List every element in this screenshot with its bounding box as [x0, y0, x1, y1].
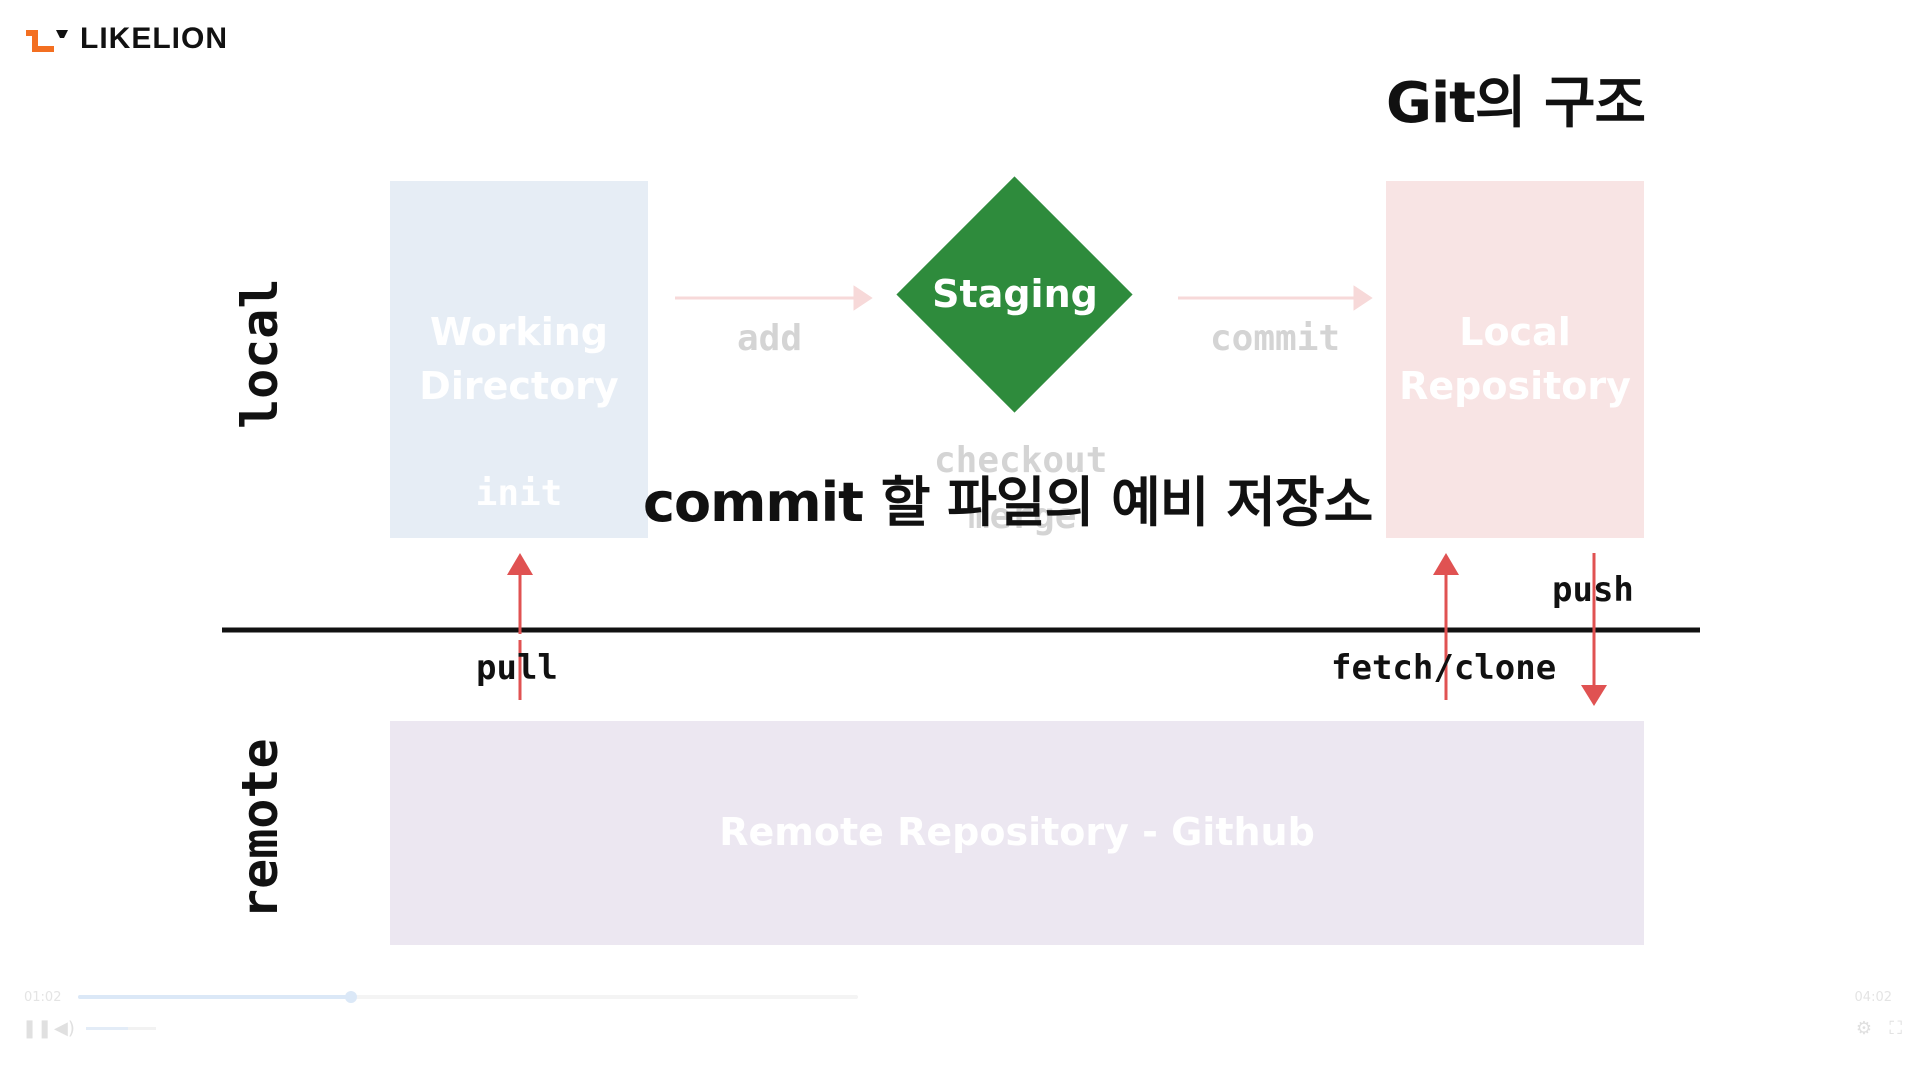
progress-fill	[78, 995, 351, 999]
push-label: push	[1552, 570, 1634, 610]
staging-label: Staging	[932, 272, 1098, 316]
add-arrow	[675, 285, 873, 311]
duration-time: 04:02	[1854, 990, 1892, 1005]
init-label: init	[475, 473, 563, 514]
staging-caption: commit 할 파일의 예비 저장소	[643, 471, 1373, 534]
page-title: Git의 구조	[1386, 71, 1646, 136]
local-repository-box: Local Repository	[1386, 181, 1644, 538]
video-player-controls: 01:02 04:02 ❚❚ ◀) ⚙ ⛶	[0, 980, 1920, 1080]
fullscreen-icon[interactable]: ⛶	[1889, 1018, 1902, 1039]
pull-label: pull	[476, 648, 558, 688]
remote-repository-label: Remote Repository - Github	[719, 810, 1315, 855]
commit-arrow	[1178, 285, 1373, 311]
add-label: add	[737, 318, 803, 359]
push-arrow	[1581, 553, 1607, 706]
remote-repository-box: Remote Repository - Github	[390, 721, 1644, 945]
volume-icon[interactable]: ◀)	[54, 1018, 75, 1039]
local-repository-label-1: Local	[1459, 310, 1571, 355]
volume-fill	[86, 1027, 128, 1030]
pull-arrow	[507, 553, 533, 700]
working-directory-label-2: Directory	[419, 363, 619, 408]
progress-handle[interactable]	[345, 991, 357, 1003]
current-time: 01:02	[24, 990, 62, 1005]
working-directory-label-1: Working	[430, 310, 608, 355]
merge-label: merge	[968, 496, 1077, 537]
fetch-clone-label: fetch/clone	[1331, 648, 1557, 688]
fetch-clone-arrow	[1433, 553, 1459, 700]
brand-name: LIKELION	[80, 22, 228, 55]
local-repository-label-2: Repository	[1399, 363, 1631, 408]
likelion-logo: LIKELION	[24, 22, 228, 56]
progress-track[interactable]	[78, 991, 858, 1003]
settings-icon[interactable]: ⚙	[1855, 1018, 1872, 1039]
commit-label: commit	[1210, 318, 1341, 359]
volume-slider[interactable]	[86, 1027, 156, 1030]
checkout-label: checkout	[934, 440, 1108, 481]
working-directory-box: Working Directory init	[390, 181, 648, 538]
pause-icon[interactable]: ❚❚	[22, 1018, 53, 1039]
likelion-logo-icon	[26, 30, 68, 52]
